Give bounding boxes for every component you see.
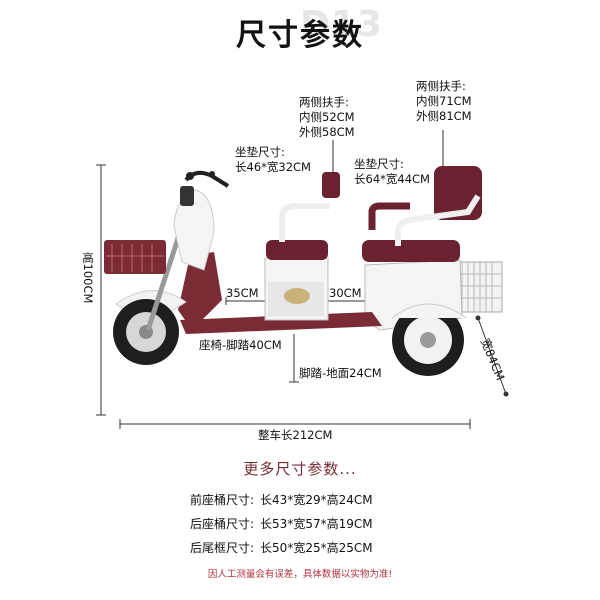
seat-rear-label: 坐垫尺寸: 长64*宽44CM bbox=[354, 157, 430, 186]
seat-to-footrest-label: 座椅-脚踏40CM bbox=[199, 338, 282, 352]
title-watermark: D13 bbox=[300, 4, 383, 45]
length-label: 整车长212CM bbox=[258, 428, 333, 442]
spec-value: 长43*宽29*高24CM bbox=[260, 493, 373, 507]
spec-row-rear-box: 后座桶尺寸: 长53*宽57*高19CM bbox=[190, 515, 379, 532]
footer-note: 因人工测量会有误差，具体数据以实物为准! bbox=[207, 569, 393, 580]
spec-label: 前座桶尺寸: bbox=[190, 493, 255, 507]
more-specs-title: 更多尺寸参数... bbox=[243, 460, 357, 478]
footrest-to-ground-label: 脚踏-地面24CM bbox=[299, 366, 382, 380]
seat-front-label: 坐垫尺寸: 长46*宽32CM bbox=[235, 145, 311, 174]
spec-label: 后尾框尺寸: bbox=[190, 541, 255, 555]
armrest-front-label: 两侧扶手: 内侧52CM 外侧58CM bbox=[299, 95, 355, 139]
spec-row-front-box: 前座桶尺寸: 长43*宽29*高24CM bbox=[190, 491, 379, 508]
armrest-rear-label: 两侧扶手: 内侧71CM 外侧81CM bbox=[416, 79, 472, 123]
height-label: 高100CM bbox=[81, 252, 95, 304]
spec-value: 长53*宽57*高19CM bbox=[260, 517, 373, 531]
spec-value: 长50*宽25*高25CM bbox=[260, 541, 373, 555]
page-title: 尺寸参数 bbox=[236, 18, 364, 53]
spec-label: 后座桶尺寸: bbox=[190, 517, 255, 531]
gap-front-label: 35CM bbox=[226, 286, 259, 300]
gap-rear-label: 30CM bbox=[329, 286, 362, 300]
spec-row-rear-frame: 后尾框尺寸: 长50*宽25*高25CM bbox=[190, 539, 379, 556]
